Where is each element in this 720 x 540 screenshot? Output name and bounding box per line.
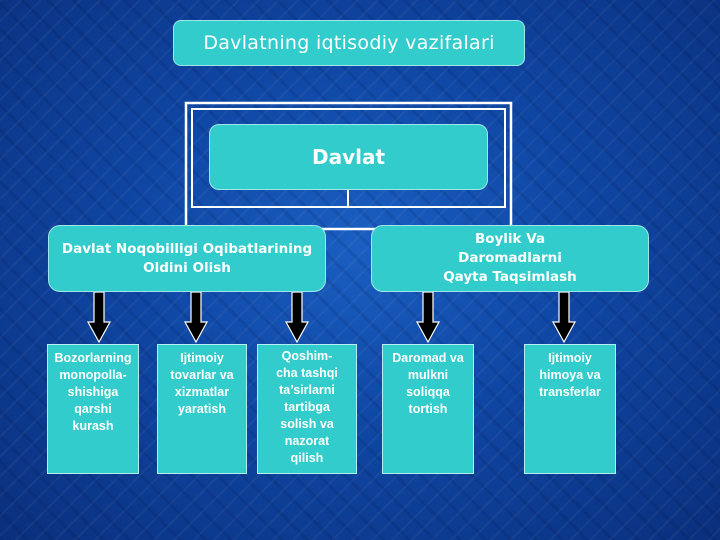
leaf-node-4-label: Daromad va mulkni soliqqa tortish — [392, 351, 464, 416]
leaf-node-2: Ijtimoiy tovarlar va xizmatlar yaratish — [157, 344, 247, 474]
root-node-label: Davlat — [311, 145, 386, 169]
leaf-node-1-label: Bozorlarning monopolla- shishiga qarshi … — [54, 351, 132, 433]
branch-node-left: Davlat Noqobilligi Oqibatlarining Oldini… — [48, 225, 326, 292]
leaf-node-1: Bozorlarning monopolla- shishiga qarshi … — [47, 344, 139, 474]
branch-node-right: Boylik Va Daromadlarni Qayta Taqsimlash — [371, 225, 649, 292]
leaf-node-2-label: Ijtimoiy tovarlar va xizmatlar yaratish — [170, 351, 234, 416]
connector-frame-outer — [184, 101, 513, 231]
root-node: Davlat — [209, 124, 488, 190]
down-arrow-1 — [86, 291, 112, 344]
down-arrow-3 — [284, 291, 310, 344]
branch-node-right-label: Boylik Va Daromadlarni Qayta Taqsimlash — [443, 231, 577, 285]
slide-title-text: Davlatning iqtisodiy vazifalari — [203, 32, 495, 54]
branch-node-left-label: Davlat Noqobilligi Oqibatlarining Oldini… — [61, 240, 313, 276]
leaf-node-5: Ijtimoiy himoya va transferlar — [524, 344, 616, 474]
leaf-node-3: Qoshim- cha tashqi ta’sirlarni tartibga … — [257, 344, 357, 474]
leaf-node-5-label: Ijtimoiy himoya va transferlar — [539, 351, 601, 399]
down-arrow-2 — [183, 291, 209, 344]
leaf-node-3-label: Qoshim- cha tashqi ta’sirlarni tartibga … — [276, 349, 338, 465]
down-arrow-5 — [551, 291, 577, 344]
slide-title: Davlatning iqtisodiy vazifalari — [173, 20, 525, 66]
leaf-node-4: Daromad va mulkni soliqqa tortish — [382, 344, 474, 474]
down-arrow-4 — [415, 291, 441, 344]
